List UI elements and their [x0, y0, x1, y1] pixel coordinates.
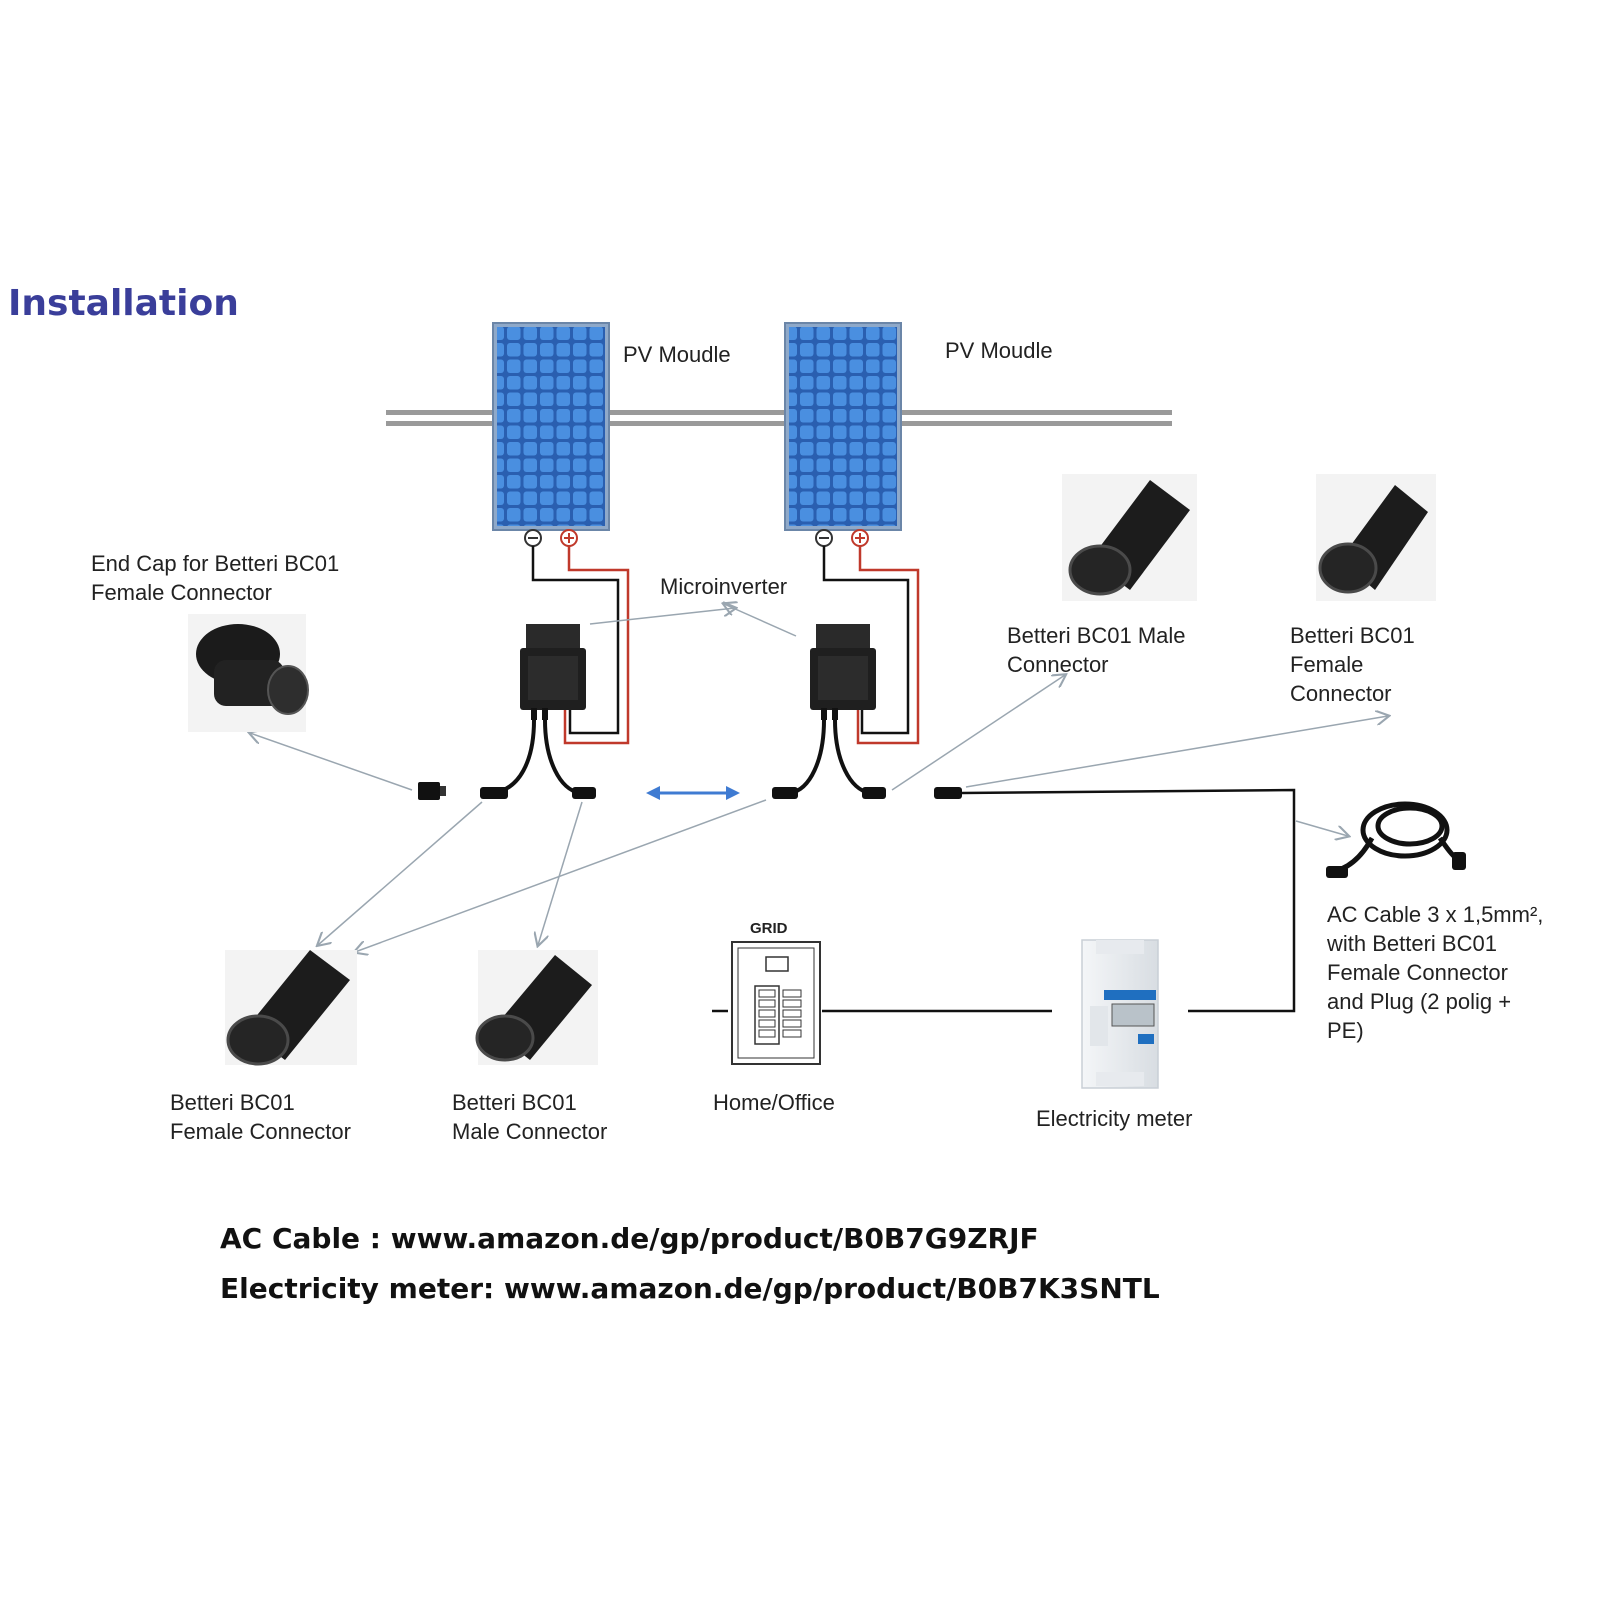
ac-trunk-cable [491, 719, 871, 795]
female-connector-label: Betteri BC01 Female Connector [1290, 623, 1415, 706]
dc-wiring [531, 546, 920, 745]
pv-module-label: PV Moudle [623, 342, 731, 367]
male-connector-label: Betteri BC01 Male Connector [452, 1090, 608, 1144]
ac-cable-icon [1329, 801, 1458, 875]
microinverter-icon [520, 624, 586, 720]
ac-cable-link[interactable]: AC Cable : www.amazon.de/gp/product/B0B7… [220, 1222, 1039, 1255]
breaker-panel-icon [731, 941, 821, 1065]
electricity-meter-label: Electricity meter [1036, 1106, 1193, 1131]
end-cap-icon [188, 614, 309, 732]
end-cap-label: End Cap for Betteri BC01 Female Connecto… [91, 551, 340, 605]
page-title: Installation [8, 283, 239, 324]
solar-panel-icon [784, 322, 902, 547]
connector-icon [225, 950, 357, 1066]
microinverter-icon [810, 624, 876, 720]
home-office-label: Home/Office [713, 1090, 835, 1115]
connector-icon [1062, 474, 1197, 601]
interconnect-arrow [646, 786, 740, 800]
connector-icon [480, 787, 962, 799]
solar-panel-icon [492, 322, 610, 547]
ac-output-line [712, 788, 1296, 1013]
grid-label: GRID [750, 920, 788, 937]
meter-link[interactable]: Electricity meter: www.amazon.de/gp/prod… [220, 1272, 1160, 1305]
microinverter-label: Microinverter [660, 574, 788, 599]
ac-cable-label: AC Cable 3 x 1,5mm², with Betteri BC01 F… [1327, 902, 1544, 1043]
end-cap-icon [418, 782, 446, 800]
pointer-arrows [250, 604, 1388, 952]
electricity-meter-icon [1081, 939, 1159, 1089]
connector-icon [1316, 474, 1436, 601]
pv-module-label: PV Moudle [945, 338, 1053, 363]
connector-icon [475, 950, 598, 1065]
male-connector-label: Betteri BC01 Male Connector [1007, 623, 1186, 677]
mounting-rail [386, 410, 1172, 426]
female-connector-label: Betteri BC01 Female Connector [170, 1090, 351, 1144]
